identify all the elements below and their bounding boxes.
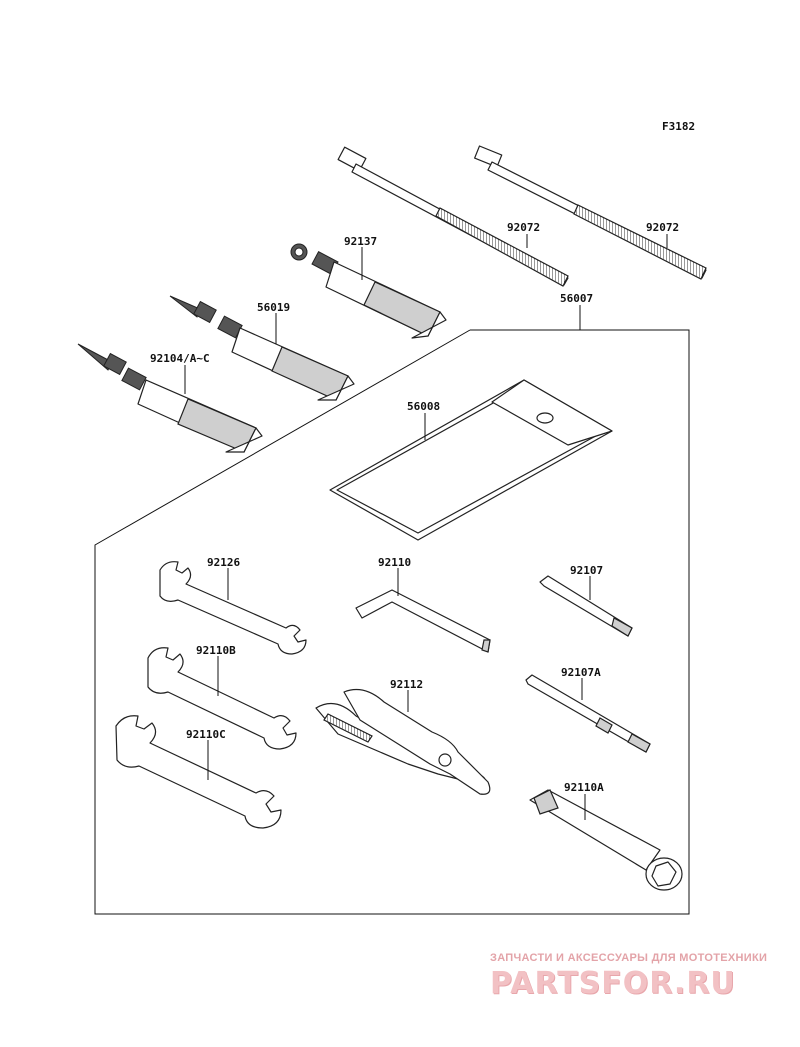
label-92112: 92112 — [390, 678, 423, 691]
tool-bag-56008 — [329, 379, 613, 541]
box-wrench-92110A — [529, 789, 683, 891]
label-92126: 92126 — [207, 556, 240, 569]
label-92110C: 92110C — [186, 728, 226, 741]
grease-tube-92137 — [290, 243, 447, 339]
wrench-92110B — [147, 647, 297, 750]
tool-kit-outline — [94, 329, 690, 915]
label-92110A: 92110A — [564, 781, 604, 794]
label-92137: 92137 — [344, 235, 377, 248]
label-92107: 92107 — [570, 564, 603, 577]
sealant-tube-56019 — [169, 295, 355, 401]
pliers-92112 — [315, 689, 491, 795]
cable-tie-2 — [474, 145, 707, 280]
label-92107A: 92107A — [561, 666, 601, 679]
cable-tie-1 — [337, 146, 569, 287]
label-92110: 92110 — [378, 556, 411, 569]
watermark-tagline: ЗАПЧАСТИ И АКСЕССУАРЫ ДЛЯ МОТОТЕХНИКИ — [490, 952, 768, 964]
label-92110B: 92110B — [196, 644, 236, 657]
hex-key-92110 — [355, 589, 491, 653]
wrench-92110C — [115, 715, 282, 829]
watermark-logo: PARTSFOR.RU — [490, 966, 736, 1001]
bond-tube-92104 — [77, 343, 263, 453]
label-92072a: 92072 — [507, 221, 540, 234]
label-56007: 56007 — [560, 292, 593, 305]
screwdriver-92107 — [539, 575, 633, 637]
screwdriver-92107A — [525, 674, 651, 753]
label-92104: 92104/A~C — [150, 352, 210, 365]
label-56019: 56019 — [257, 301, 290, 314]
wrench-92126 — [159, 561, 307, 655]
figure-code: F3182 — [662, 120, 695, 133]
label-56008: 56008 — [407, 400, 440, 413]
label-92072b: 92072 — [646, 221, 679, 234]
